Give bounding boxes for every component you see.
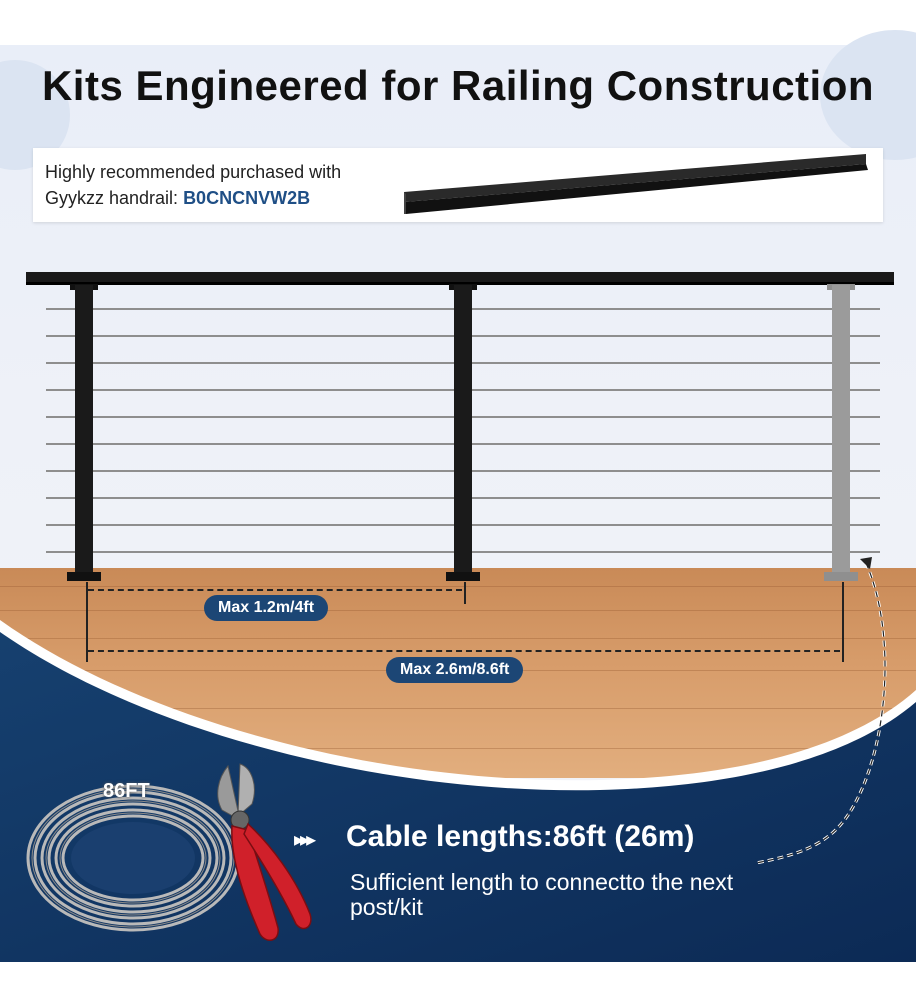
post-middle [446, 284, 480, 581]
post-left [67, 284, 101, 581]
cable-length-subtext: Sufficient length to connectto the next … [350, 869, 734, 920]
promo-prefix: Gyykzz handrail: [45, 188, 184, 208]
promo-line1: Highly recommended purchased with [45, 162, 342, 182]
dim-tick-left [86, 582, 88, 662]
promo-asin-link[interactable]: B0CNCNVW2B [183, 188, 311, 208]
bottom-margin [0, 962, 916, 1000]
page-title: Kits Engineered for Railing Construction [41, 62, 875, 109]
promo-box: Highly recommended purchased with Gyykzz… [33, 148, 883, 222]
railing-illustration [26, 272, 894, 581]
long-span-label: Max 2.6m/8.6ft [386, 657, 524, 683]
dim-line-short [88, 589, 462, 591]
dim-line-long [88, 650, 840, 652]
dim-tick-right [842, 582, 844, 662]
promo-line2: Gyykzz handrail: B0CNCNVW2B [45, 188, 310, 209]
chain-arrow-icon [755, 557, 887, 865]
cable-cutter-icon [217, 763, 312, 941]
dim-tick-mid [464, 582, 466, 604]
top-rail [26, 272, 894, 284]
handrail-bar-image [404, 154, 868, 214]
arrows-icon: ▸▸▸ [294, 829, 316, 851]
post-right-next [824, 284, 858, 581]
cable-length-headline: Cable lengths:86ft (26m) [346, 820, 695, 853]
coil-length-label: 86FT [103, 780, 150, 802]
short-span-label: Max 1.2m/4ft [204, 595, 329, 621]
